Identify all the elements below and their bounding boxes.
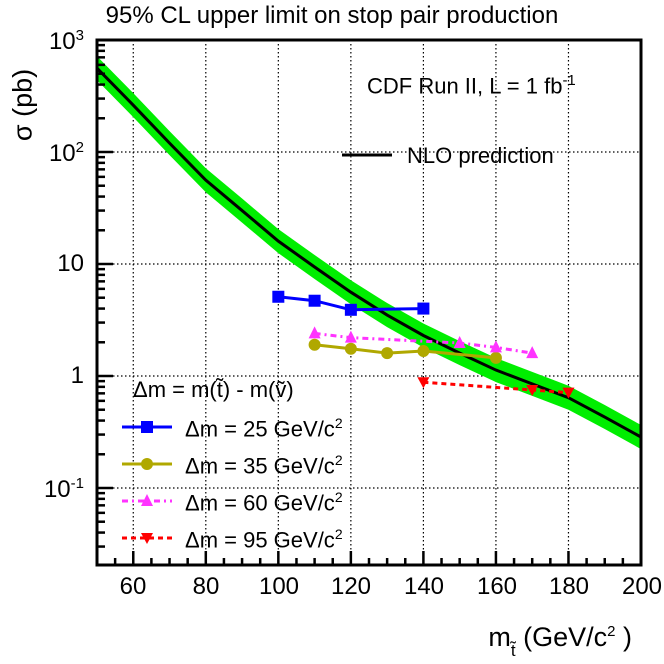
square-marker	[272, 290, 285, 303]
y-tick-1e-1: 10-1	[43, 475, 84, 503]
y-tick-1e3: 103	[48, 27, 84, 55]
x-tick-60: 60	[119, 573, 147, 600]
triangle-up-marker	[308, 326, 321, 339]
legend-triangle-down-icon	[141, 533, 153, 544]
triangle-up-marker	[489, 340, 502, 353]
y-tick-1: 1	[70, 362, 84, 389]
legend-square-icon	[141, 421, 153, 433]
circle-marker	[344, 342, 357, 355]
x-tick-140: 140	[403, 573, 445, 600]
legend-item-dm35: Δm = 35 GeV/c2	[185, 452, 343, 479]
triangle-up-marker	[344, 330, 357, 343]
circle-marker	[308, 338, 321, 351]
x-tick-80: 80	[192, 573, 220, 600]
legend-item-dm25: Δm = 25 GeV/c2	[185, 415, 343, 442]
circle-marker	[381, 347, 394, 360]
circle-marker	[417, 345, 430, 358]
triangle-down-marker	[562, 387, 575, 399]
nlo-legend-label: NLO prediction	[407, 143, 554, 168]
triangle-down-marker	[417, 377, 430, 389]
x-tick-160: 160	[476, 573, 518, 600]
square-marker	[417, 302, 430, 315]
square-marker	[344, 303, 357, 316]
square-marker	[308, 294, 321, 307]
legend-header: Δm = m(t̃) - m(ṽ)	[133, 377, 294, 402]
legend-triangle-up-icon	[141, 494, 153, 506]
triangle-up-marker	[453, 336, 466, 349]
triangle-down-marker	[526, 384, 539, 396]
x-tick-120: 120	[330, 573, 372, 600]
experiment-annotation: CDF Run II, L = 1 fb-1	[367, 72, 576, 99]
x-tick-180: 180	[548, 573, 590, 600]
y-tick-1e2: 102	[48, 139, 84, 167]
chart-title: 95% CL upper limit on stop pair producti…	[105, 2, 559, 29]
nlo-uncertainty-band	[97, 56, 641, 450]
y-tick-10: 10	[57, 250, 84, 277]
circle-marker	[489, 351, 502, 364]
x-tick-100: 100	[258, 573, 300, 600]
x-tick-200: 200	[621, 573, 663, 600]
triangle-up-marker	[526, 346, 539, 359]
legend-item-dm95: Δm = 95 GeV/c2	[185, 526, 343, 553]
series-line	[278, 295, 424, 312]
legend-item-dm60: Δm = 60 GeV/c2	[185, 489, 343, 516]
legend-circle-icon	[141, 458, 153, 470]
x-axis-label: mt̃ (GeV/c2 )	[488, 622, 632, 661]
